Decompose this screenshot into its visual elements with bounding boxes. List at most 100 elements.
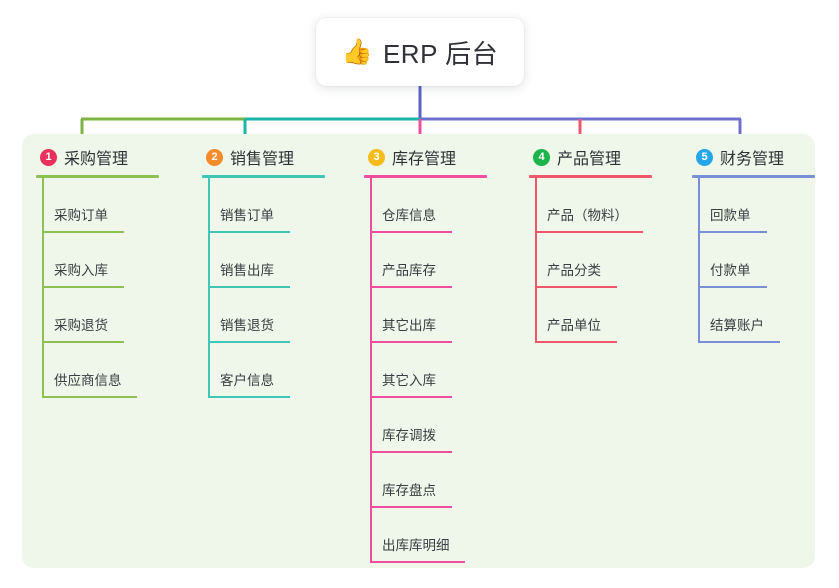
- column-title: 销售管理: [230, 151, 295, 168]
- list-item-underline: [208, 341, 290, 343]
- list-item-label: 产品（物料）: [547, 208, 628, 223]
- list-item-label: 回款单: [710, 208, 751, 223]
- list-item-underline: [208, 396, 290, 398]
- column-spine: [370, 178, 372, 563]
- list-item[interactable]: 出库库明细: [350, 508, 510, 563]
- list-item[interactable]: 产品单位: [515, 288, 675, 343]
- list-item[interactable]: 产品（物料）: [515, 178, 675, 233]
- column-item-list: 产品（物料） 产品分类产品单位: [515, 178, 675, 343]
- list-item-underline: [42, 231, 124, 233]
- column-number-badge: 3: [368, 148, 385, 166]
- column-header[interactable]: 4 产品管理: [515, 144, 675, 170]
- list-item-label: 产品分类: [547, 263, 601, 278]
- column-item-list: 仓库信息产品库存其它出库其它入库库存调拨库存盘点出库库明细: [350, 178, 510, 563]
- column-item-list: 回款单付款单结算账户: [678, 178, 838, 343]
- list-item-underline: [370, 286, 452, 288]
- root-node[interactable]: 👍 ERP 后台: [316, 18, 524, 86]
- list-item-underline: [42, 396, 137, 398]
- board-background: [22, 134, 815, 568]
- column-underline: [202, 175, 325, 178]
- list-item-underline: [535, 231, 643, 233]
- list-item-underline: [370, 451, 452, 453]
- list-item-underline: [535, 341, 617, 343]
- column-underline: [529, 175, 652, 178]
- list-item[interactable]: 产品库存: [350, 233, 510, 288]
- list-item-label: 产品库存: [382, 263, 436, 278]
- column-title: 库存管理: [392, 151, 457, 168]
- column-header[interactable]: 1 采购管理: [22, 144, 182, 170]
- column-库存管理: 3 库存管理仓库信息产品库存其它出库其它入库库存调拨库存盘点出库库明细: [350, 144, 510, 563]
- list-item[interactable]: 采购订单: [22, 178, 182, 233]
- list-item[interactable]: 结算账户: [678, 288, 838, 343]
- column-item-list: 销售订单销售出库销售退货客户信息: [188, 178, 348, 398]
- column-header[interactable]: 5 财务管理: [678, 144, 838, 170]
- list-item-label: 采购退货: [54, 318, 108, 333]
- column-title: 产品管理: [557, 151, 622, 168]
- list-item[interactable]: 其它入库: [350, 343, 510, 398]
- list-item-label: 销售订单: [220, 208, 274, 223]
- list-item-label: 产品单位: [547, 318, 601, 333]
- list-item[interactable]: 库存调拨: [350, 398, 510, 453]
- list-item[interactable]: 付款单: [678, 233, 838, 288]
- list-item-underline: [208, 286, 290, 288]
- column-item-list: 采购订单采购入库采购退货供应商信息: [22, 178, 182, 398]
- list-item[interactable]: 销售退货: [188, 288, 348, 343]
- list-item-label: 其它入库: [382, 373, 436, 388]
- list-item-underline: [370, 396, 452, 398]
- list-item[interactable]: 回款单: [678, 178, 838, 233]
- column-spine: [42, 178, 44, 398]
- thumbs-up-icon: 👍: [341, 37, 373, 66]
- list-item[interactable]: 采购入库: [22, 233, 182, 288]
- list-item-underline: [42, 341, 124, 343]
- list-item-underline: [208, 231, 290, 233]
- list-item-underline: [42, 286, 124, 288]
- list-item[interactable]: 采购退货: [22, 288, 182, 343]
- column-underline: [692, 175, 815, 178]
- list-item-underline: [698, 341, 780, 343]
- list-item-underline: [370, 231, 452, 233]
- list-item[interactable]: 仓库信息: [350, 178, 510, 233]
- list-item-label: 库存盘点: [382, 483, 436, 498]
- column-title: 财务管理: [720, 151, 785, 168]
- column-number-badge: 4: [533, 148, 550, 166]
- list-item[interactable]: 销售订单: [188, 178, 348, 233]
- list-item-label: 采购订单: [54, 208, 108, 223]
- root-title: ERP 后台: [382, 38, 499, 69]
- list-item-label: 仓库信息: [382, 208, 436, 223]
- list-item-label: 出库库明细: [382, 538, 450, 553]
- list-item-label: 采购入库: [54, 263, 108, 278]
- list-item-label: 付款单: [710, 263, 751, 278]
- column-underline: [364, 175, 487, 178]
- list-item-label: 库存调拨: [382, 428, 436, 443]
- list-item-label: 客户信息: [220, 373, 274, 388]
- list-item-underline: [370, 506, 452, 508]
- column-number-badge: 2: [206, 148, 223, 166]
- list-item[interactable]: 销售出库: [188, 233, 348, 288]
- list-item-label: 销售退货: [220, 318, 274, 333]
- column-spine: [208, 178, 210, 398]
- list-item[interactable]: 产品分类: [515, 233, 675, 288]
- column-header[interactable]: 3 库存管理: [350, 144, 510, 170]
- list-item[interactable]: 客户信息: [188, 343, 348, 398]
- list-item-underline: [370, 341, 452, 343]
- list-item-underline: [370, 561, 465, 563]
- column-财务管理: 5 财务管理回款单付款单结算账户: [678, 144, 838, 343]
- list-item[interactable]: 其它出库: [350, 288, 510, 343]
- list-item[interactable]: 库存盘点: [350, 453, 510, 508]
- column-spine: [698, 178, 700, 343]
- column-number-badge: 1: [40, 148, 57, 166]
- list-item-underline: [535, 286, 617, 288]
- column-number-badge: 5: [696, 148, 713, 166]
- list-item-label: 供应商信息: [54, 373, 122, 388]
- list-item-underline: [698, 286, 767, 288]
- column-销售管理: 2 销售管理销售订单销售出库销售退货客户信息: [188, 144, 348, 398]
- list-item[interactable]: 供应商信息: [22, 343, 182, 398]
- column-title: 采购管理: [64, 151, 129, 168]
- list-item-underline: [698, 231, 767, 233]
- column-header[interactable]: 2 销售管理: [188, 144, 348, 170]
- list-item-label: 结算账户: [710, 318, 764, 333]
- list-item-label: 其它出库: [382, 318, 436, 333]
- column-spine: [535, 178, 537, 343]
- list-item-label: 销售出库: [220, 263, 274, 278]
